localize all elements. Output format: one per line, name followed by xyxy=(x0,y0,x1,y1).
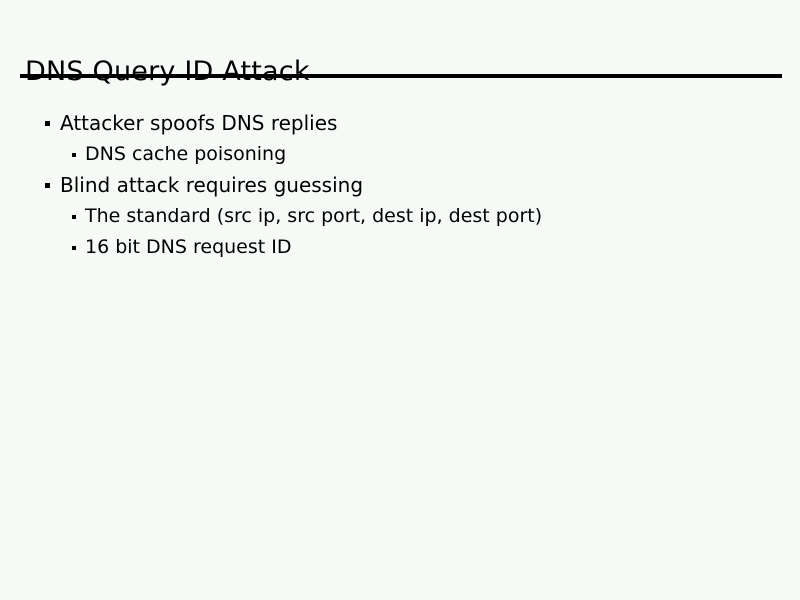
list-item: 16 bit DNS request ID xyxy=(0,232,800,263)
list-item: The standard (src ip, src port, dest ip,… xyxy=(0,201,800,232)
title-underline-rule xyxy=(20,74,782,78)
bullet-list: Attacker spoofs DNS replies DNS cache po… xyxy=(0,108,800,263)
list-item-label: Attacker spoofs DNS replies xyxy=(60,111,338,135)
list-item: DNS cache poisoning xyxy=(0,139,800,170)
list-item-label: 16 bit DNS request ID xyxy=(85,236,292,258)
list-item: Blind attack requires guessing xyxy=(0,170,800,201)
square-bullet-icon xyxy=(72,153,76,157)
square-bullet-icon xyxy=(45,121,50,126)
list-item-label: Blind attack requires guessing xyxy=(60,173,364,197)
square-bullet-icon xyxy=(45,183,50,188)
list-item: Attacker spoofs DNS replies xyxy=(0,108,800,139)
page-title: DNS Query ID Attack xyxy=(25,56,310,88)
list-item-label: DNS cache poisoning xyxy=(85,143,287,165)
square-bullet-icon xyxy=(72,215,76,219)
square-bullet-icon xyxy=(72,246,76,250)
list-item-label: The standard (src ip, src port, dest ip,… xyxy=(85,205,543,227)
